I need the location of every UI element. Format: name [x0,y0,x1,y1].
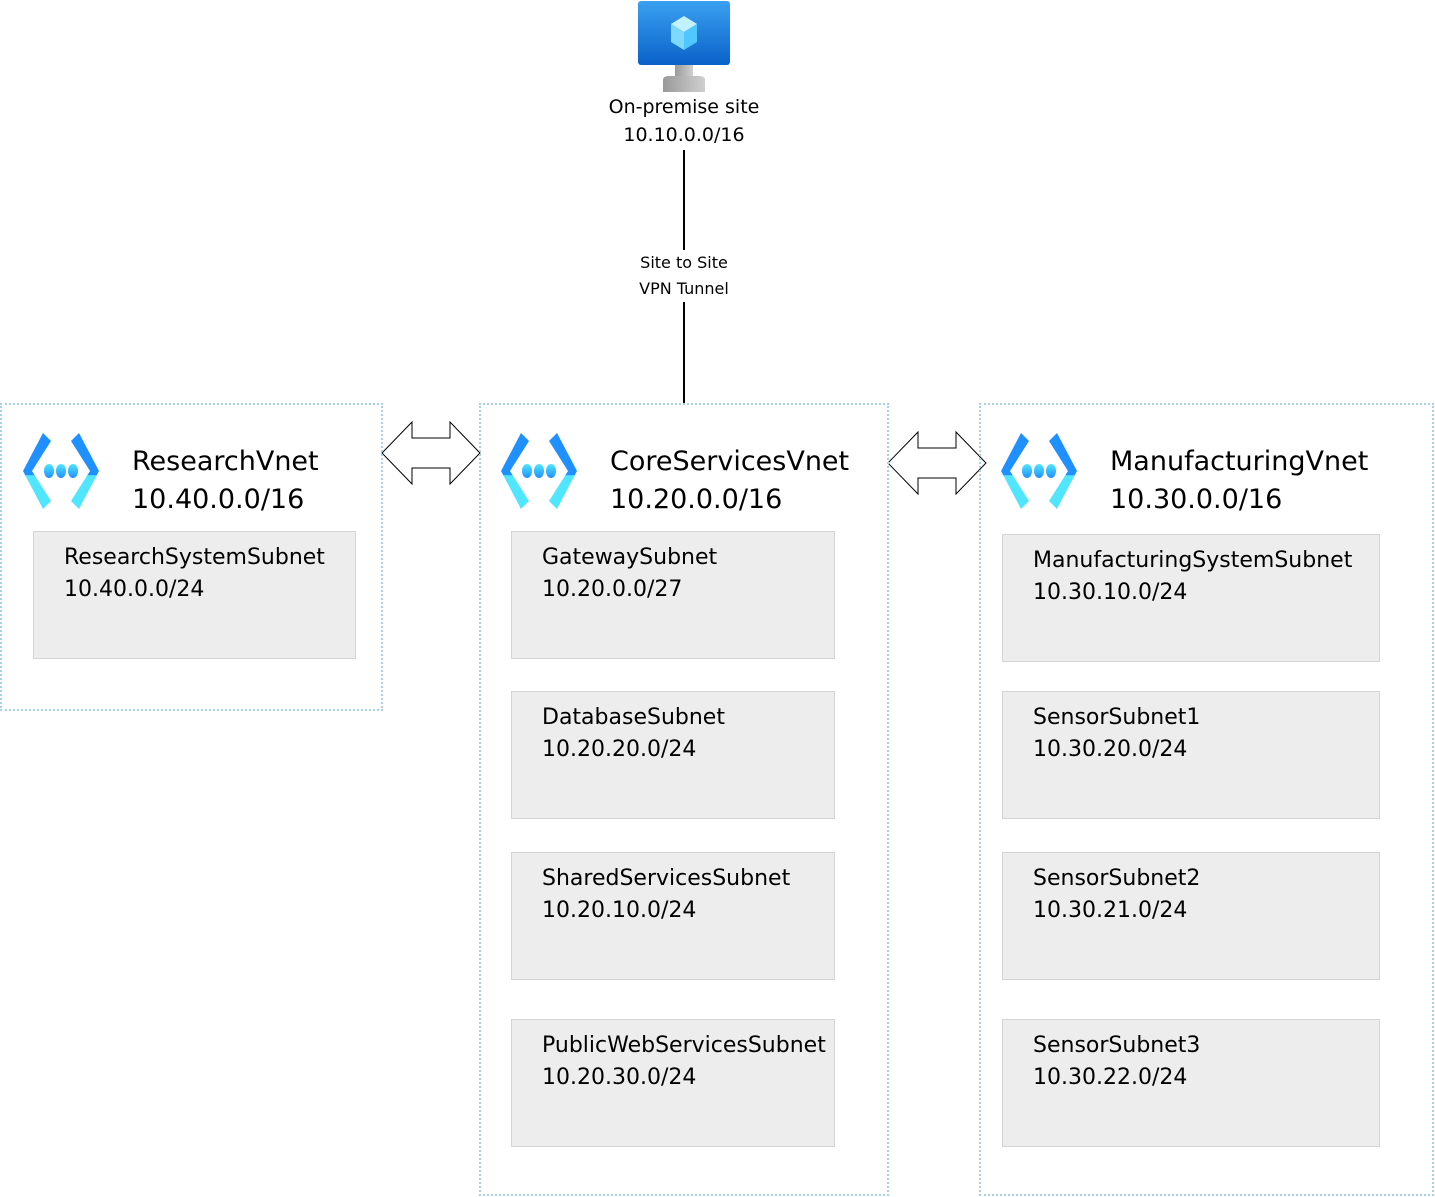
vnet-icon [1001,433,1077,509]
subnet-cidr: 10.20.0.0/27 [542,577,683,602]
subnet-shared-services: SharedServicesSubnet 10.20.10.0/24 [511,852,835,980]
vnet-cidr: 10.20.0.0/16 [610,484,783,515]
vnet-name: CoreServicesVnet [610,446,850,477]
core-services-vnet: CoreServicesVnet 10.20.0.0/16 GatewaySub… [479,403,889,1196]
subnet-database: DatabaseSubnet 10.20.20.0/24 [511,691,835,819]
subnet-sensor-3: SensorSubnet3 10.30.22.0/24 [1002,1019,1380,1147]
peering-arrow-research-core [381,420,481,486]
vnet-icon [501,433,577,509]
subnet-name: ResearchSystemSubnet [64,545,325,570]
subnet-cidr: 10.30.21.0/24 [1033,898,1188,923]
peering-arrow-core-manufacturing [887,430,987,496]
vnet-name: ManufacturingVnet [1110,446,1369,477]
subnet-name: SharedServicesSubnet [542,866,791,891]
vnet-cidr: 10.40.0.0/16 [132,484,305,515]
subnet-name: GatewaySubnet [542,545,718,570]
vpn-tunnel-line1: Site to Site [640,253,728,272]
subnet-name: SensorSubnet1 [1033,705,1201,730]
on-premise-cidr: 10.10.0.0/16 [623,124,745,146]
vnet-name: ResearchVnet [132,446,319,477]
subnet-name: ManufacturingSystemSubnet [1033,548,1353,573]
subnet-name: DatabaseSubnet [542,705,725,730]
subnet-cidr: 10.30.10.0/24 [1033,580,1188,605]
vpn-tunnel-label: Site to Site VPN Tunnel [614,250,754,302]
research-vnet: ResearchVnet 10.40.0.0/16 ResearchSystem… [0,403,383,711]
vnet-cidr: 10.30.0.0/16 [1110,484,1283,515]
subnet-research-system: ResearchSystemSubnet 10.40.0.0/24 [33,531,356,659]
subnet-cidr: 10.30.22.0/24 [1033,1065,1188,1090]
subnet-manufacturing-system: ManufacturingSystemSubnet 10.30.10.0/24 [1002,534,1380,662]
subnet-name: SensorSubnet2 [1033,866,1201,891]
subnet-cidr: 10.30.20.0/24 [1033,737,1188,762]
subnet-cidr: 10.40.0.0/24 [64,577,205,602]
on-premise-name: On-premise site [608,96,760,118]
subnet-cidr: 10.20.30.0/24 [542,1065,697,1090]
monitor-icon [638,1,730,92]
vpn-tunnel-line2: VPN Tunnel [639,279,729,298]
subnet-cidr: 10.20.20.0/24 [542,737,697,762]
subnet-public-web-services: PublicWebServicesSubnet 10.20.30.0/24 [511,1019,835,1147]
subnet-sensor-1: SensorSubnet1 10.30.20.0/24 [1002,691,1380,819]
cube-icon [671,16,697,50]
subnet-gateway: GatewaySubnet 10.20.0.0/27 [511,531,835,659]
subnet-sensor-2: SensorSubnet2 10.30.21.0/24 [1002,852,1380,980]
subnet-name: PublicWebServicesSubnet [542,1033,826,1058]
vnet-icon [23,433,99,509]
manufacturing-vnet: ManufacturingVnet 10.30.0.0/16 Manufactu… [979,403,1434,1196]
subnet-name: SensorSubnet3 [1033,1033,1201,1058]
subnet-cidr: 10.20.10.0/24 [542,898,697,923]
